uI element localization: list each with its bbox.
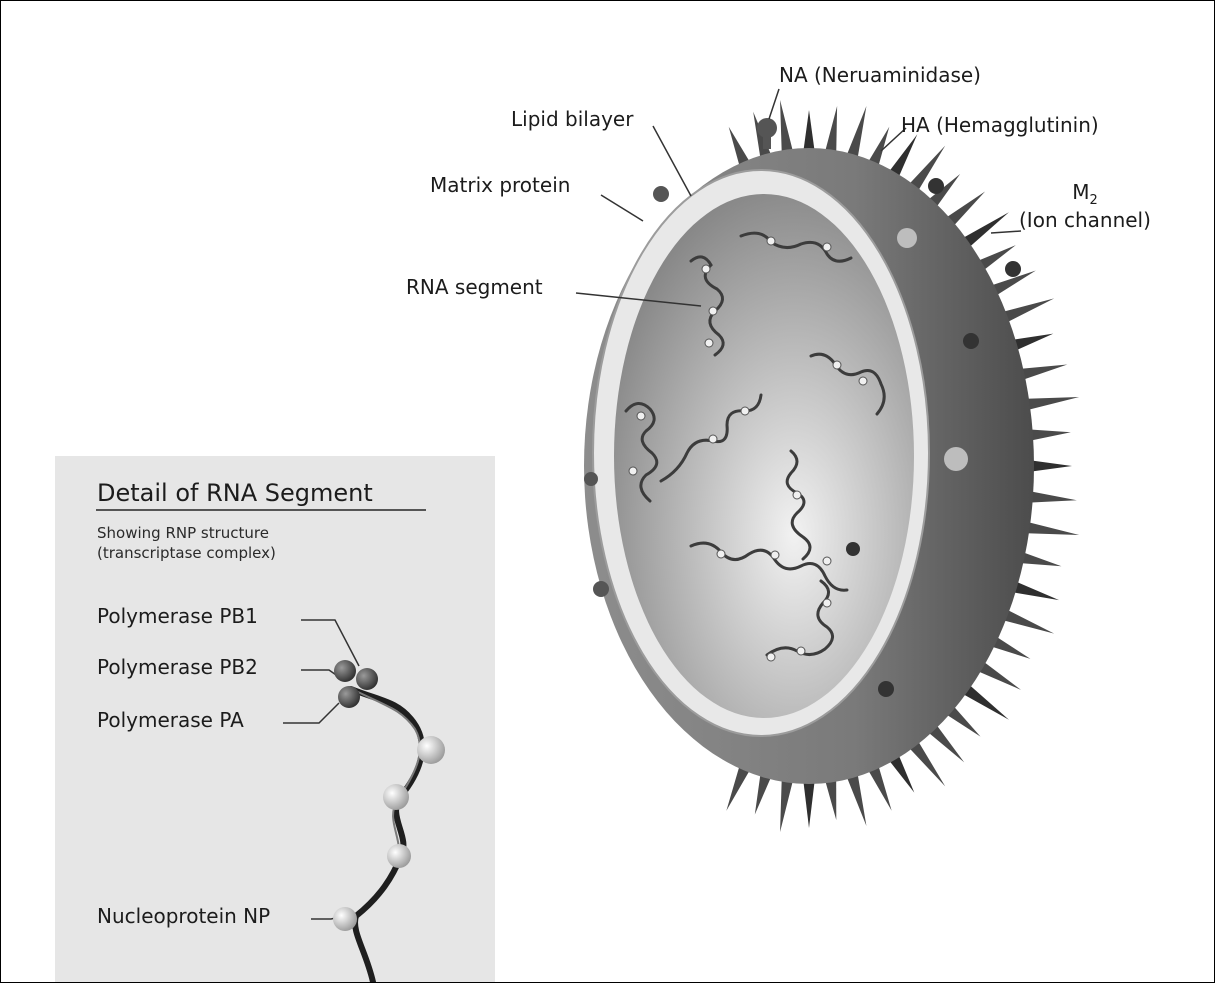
detail-subtitle-line2: (transcriptase complex): [97, 543, 276, 563]
label-na: NA (Neruaminidase): [779, 65, 981, 85]
spike: [824, 106, 837, 156]
virus-interior: [614, 194, 914, 718]
label-m2: M2 (Ion channel): [1019, 181, 1151, 232]
spike: [1027, 491, 1077, 503]
detail-title-underline: [96, 509, 426, 511]
spike: [780, 100, 794, 156]
spike: [1023, 521, 1079, 535]
detail-subtitle: Showing RNP structure (transcriptase com…: [97, 523, 276, 564]
spike: [803, 778, 815, 828]
spike: [803, 110, 815, 154]
label-lipid-bilayer: Lipid bilayer: [511, 109, 633, 129]
label-m2-letter: M: [1072, 180, 1089, 204]
detail-title: Detail of RNA Segment: [97, 481, 373, 505]
spike: [1028, 460, 1072, 472]
label-rna-segment: RNA segment: [406, 277, 543, 297]
label-m2-subscript: 2: [1089, 193, 1097, 208]
label-matrix-protein: Matrix protein: [430, 175, 570, 195]
rna-end-cap: [846, 542, 860, 556]
label-polymerase-pa: Polymerase PA: [97, 710, 244, 730]
label-polymerase-pb1: Polymerase PB1: [97, 606, 258, 626]
spike: [1023, 397, 1079, 411]
spike: [780, 776, 794, 832]
detail-subtitle-line1: Showing RNP structure: [97, 523, 276, 543]
label-ion-channel: (Ion channel): [1019, 209, 1151, 232]
label-ha: HA (Hemagglutinin): [901, 115, 1099, 135]
label-polymerase-pb2: Polymerase PB2: [97, 657, 258, 677]
label-nucleoprotein-np: Nucleoprotein NP: [97, 906, 270, 926]
